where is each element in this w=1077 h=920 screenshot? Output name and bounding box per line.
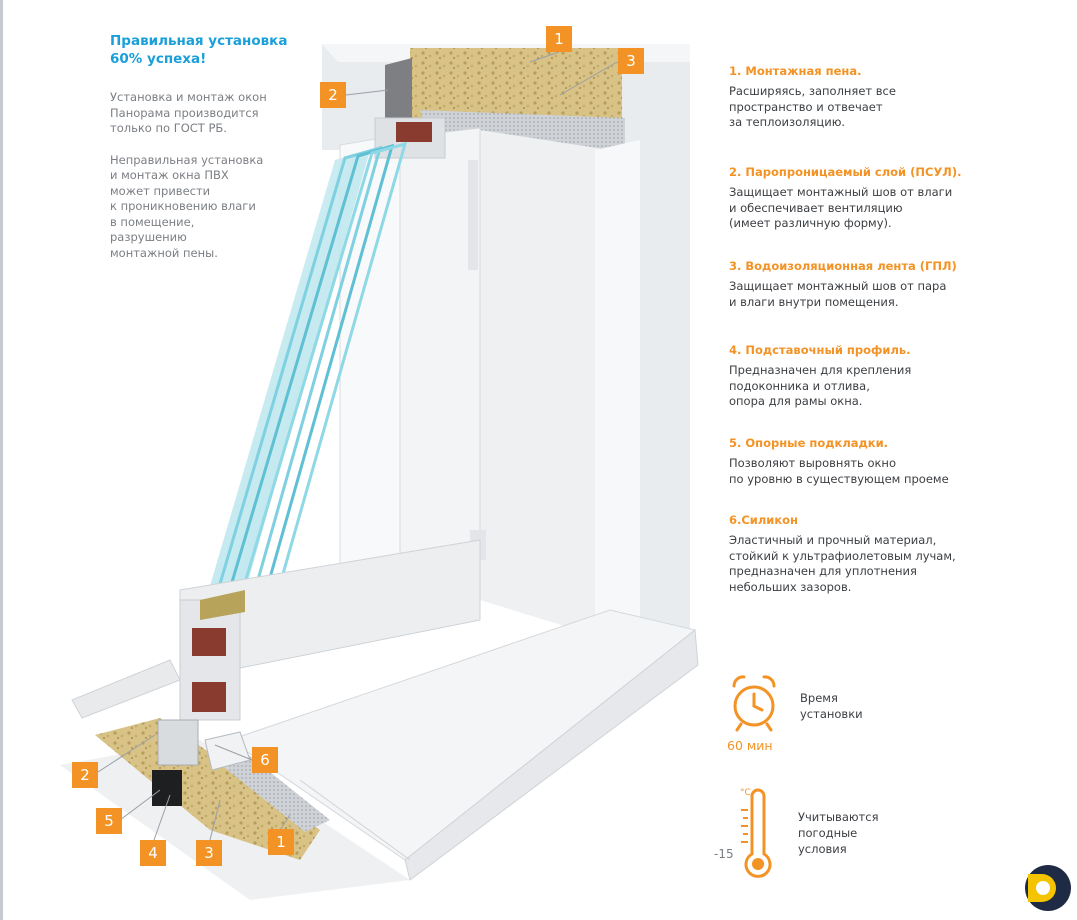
badge-top-2: 2 [320, 82, 346, 108]
bottom-frame [179, 539, 481, 721]
intro-gost-paragraph: Установка и монтаж окон Панорама произво… [110, 90, 267, 135]
window-sill [228, 609, 699, 881]
support-pad [152, 770, 182, 806]
brand-logo-icon [1025, 865, 1071, 911]
temp-value: -15 [714, 847, 734, 861]
badge-bottom-5: 5 [96, 808, 122, 834]
badge-bottom-2: 2 [72, 762, 98, 788]
legend-item-pads: 5. Опорные подкладки. Позволяют выровнят… [729, 436, 949, 486]
legend-item-silicone: 6.Силикон Эластичный и прочный материал,… [729, 513, 956, 594]
legend-item-profile: 4. Подставочный профиль. Предназначен дл… [729, 343, 912, 408]
bottom-waterproof-tape [215, 752, 330, 832]
install-time-value: 60 мин [727, 738, 773, 753]
intro-warning-paragraph: Неправильная установка и монтаж окна ПВХ… [110, 152, 264, 260]
badge-bottom-1: 1 [268, 829, 294, 855]
legend-item-foam: 1. Монтажная пена. Расширяясь, заполняет… [729, 64, 896, 129]
left-edge-bar [0, 0, 3, 920]
top-vapor-layer [385, 58, 412, 122]
silicone-bead [204, 731, 251, 771]
weather-label: Учитываются погодные условия [798, 810, 879, 856]
install-time-label: Время установки [800, 691, 863, 721]
badge-top-1: 1 [546, 26, 572, 52]
bottom-wall-section [60, 718, 410, 900]
legend-item-psul: 2. Паропроницаемый слой (ПСУЛ). Защищает… [729, 165, 962, 230]
outer-drip-sill [71, 659, 181, 719]
badge-bottom-3: 3 [196, 840, 222, 866]
badge-top-3: 3 [618, 48, 644, 74]
leader-lines [97, 51, 618, 841]
intro-block: Правильная установка 60% успеха! Установ… [110, 32, 310, 261]
temp-unit: °C [740, 788, 751, 798]
alarm-clock-icon [732, 675, 776, 732]
hinge [468, 160, 478, 270]
bottom-mounting-foam [95, 718, 320, 860]
badge-bottom-4: 4 [140, 840, 166, 866]
support-profile [157, 719, 199, 766]
badge-bottom-6: 6 [252, 747, 278, 773]
glass-unit [200, 141, 408, 621]
legend-item-gpl: 3. Водоизоляционная лента (ГПЛ) Защищает… [729, 259, 957, 309]
interior-slope [479, 130, 640, 640]
intro-title: Правильная установка 60% успеха! [110, 33, 288, 67]
thermometer-icon [741, 788, 772, 878]
